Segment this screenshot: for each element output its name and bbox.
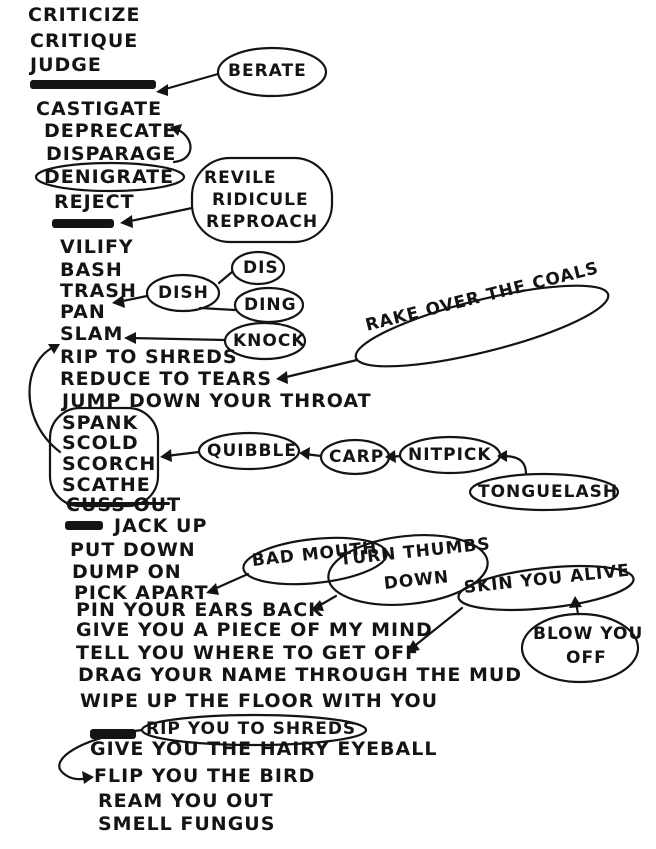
arrow-bad-mouth-to-pick-apart: [210, 572, 250, 592]
word-trash: TRASH: [60, 280, 137, 302]
word-vilify: VILIFY: [60, 236, 134, 258]
word-scorch: SCORCH: [62, 453, 157, 475]
word-put-down: PUT DOWN: [70, 539, 196, 561]
line-dis-to-dish: [217, 270, 234, 285]
strike-5: [90, 729, 136, 739]
word-wipe-up-the-floor: WIPE UP THE FLOOR WITH YOU: [80, 690, 439, 712]
bubble-outline-tonguelash: [468, 472, 620, 512]
word-criticize: CRITICIZE: [28, 4, 141, 26]
word-judge: JUDGE: [30, 54, 102, 76]
bubble-outline-revile-group: [190, 156, 334, 244]
bubble-carp: CARP: [329, 447, 385, 467]
bubble-blow-off: OFF: [566, 648, 607, 668]
bubble-outline-skin-alive: [457, 564, 635, 612]
word-rip-you-to-shreds: RIP YOU TO SHREDS: [146, 719, 357, 739]
word-bash: BASH: [60, 259, 123, 281]
word-deprecate: DEPRECATE: [44, 120, 177, 142]
loop-spank-to-slam: [28, 344, 62, 454]
word-disparage: DISPARAGE: [46, 143, 177, 165]
bubble-knock: KNOCK: [233, 331, 306, 351]
word-flip-you-the-bird: FLIP YOU THE BIRD: [94, 765, 316, 787]
strike-2: [52, 219, 114, 228]
bubble-nitpick: NITPICK: [408, 445, 492, 465]
bubble-outline-blow-off: [520, 612, 640, 684]
word-pan: PAN: [60, 301, 106, 323]
line-ding-to-dish: [198, 306, 237, 312]
word-scathe: SCATHE: [62, 474, 151, 496]
word-smell-fungus: SMELL FUNGUS: [98, 813, 276, 835]
word-castigate: CASTIGATE: [36, 98, 163, 120]
bubble-outline-denigrate: [34, 161, 186, 193]
word-give-you-the-hairy-eyeball: GIVE YOU THE HAIRY EYEBALL: [90, 738, 438, 760]
arrow-revile-group-to-list: [124, 206, 194, 224]
word-scold: SCOLD: [62, 432, 139, 454]
word-ream-you-out: REAM YOU OUT: [98, 790, 274, 812]
arrow-quibble-to-spank-group: [164, 450, 201, 458]
bubble-ridicule: RIDICULE: [212, 190, 309, 210]
word-slam: SLAM: [60, 323, 124, 345]
bubble-outline-bad-mouth: [242, 536, 388, 586]
arrow-rake-to-list: [280, 358, 359, 380]
bubble-outline-dis: [230, 250, 286, 286]
word-give-you-a-piece: GIVE YOU A PIECE OF MY MIND: [76, 619, 433, 641]
bubble-revile: REVILE: [204, 168, 277, 188]
word-jack-up: JACK UP: [114, 515, 208, 537]
bubble-tonguelash: TONGUELASH: [478, 482, 619, 502]
strike-3: [66, 502, 170, 505]
strike-4: [65, 521, 103, 530]
word-reduce-to-tears: REDUCE TO TEARS: [60, 368, 273, 390]
word-reject: REJECT: [54, 191, 135, 213]
bubble-ding: DING: [244, 295, 297, 315]
bubble-outline-dish: [145, 273, 221, 313]
word-pick-apart: PICK APART: [74, 582, 209, 604]
bubble-outline-spank-group: [48, 406, 160, 508]
bubble-dis: DIS: [243, 258, 279, 278]
word-critique: CRITIQUE: [30, 30, 139, 52]
bubble-outline-rake: [354, 284, 610, 368]
word-spank: SPANK: [62, 412, 139, 434]
arrow-berate-to-list: [160, 72, 220, 92]
bubble-berate: BERATE: [228, 61, 307, 81]
bubble-dish: DISH: [158, 283, 209, 303]
arrow-skin-alive-to-tell-you: [410, 606, 464, 650]
bubble-blow-you: BLOW YOU: [533, 624, 644, 644]
word-jump-down-your-throat: JUMP DOWN YOUR THROAT: [62, 390, 372, 412]
bubble-quibble: QUIBBLE: [207, 441, 297, 461]
word-drag-your-name: DRAG YOUR NAME THROUGH THE MUD: [78, 664, 523, 686]
word-denigrate: DENIGRATE: [44, 166, 175, 188]
word-pin-your-ears-back: PIN YOUR EARS BACK: [76, 599, 324, 621]
bubble-outline-berate: [216, 46, 328, 98]
bubble-reproach: REPROACH: [206, 212, 319, 232]
strike-1: [30, 80, 156, 89]
word-dump-on: DUMP ON: [72, 561, 182, 583]
word-cuss-out: CUSS OUT: [66, 494, 182, 516]
arrow-knock-to-slam: [128, 336, 227, 342]
word-tell-you-where: TELL YOU WHERE TO GET OFF: [76, 642, 420, 664]
word-rip-to-shreds: RIP TO SHREDS: [60, 346, 238, 368]
bubble-outline-turn-thumbs: [327, 534, 489, 606]
